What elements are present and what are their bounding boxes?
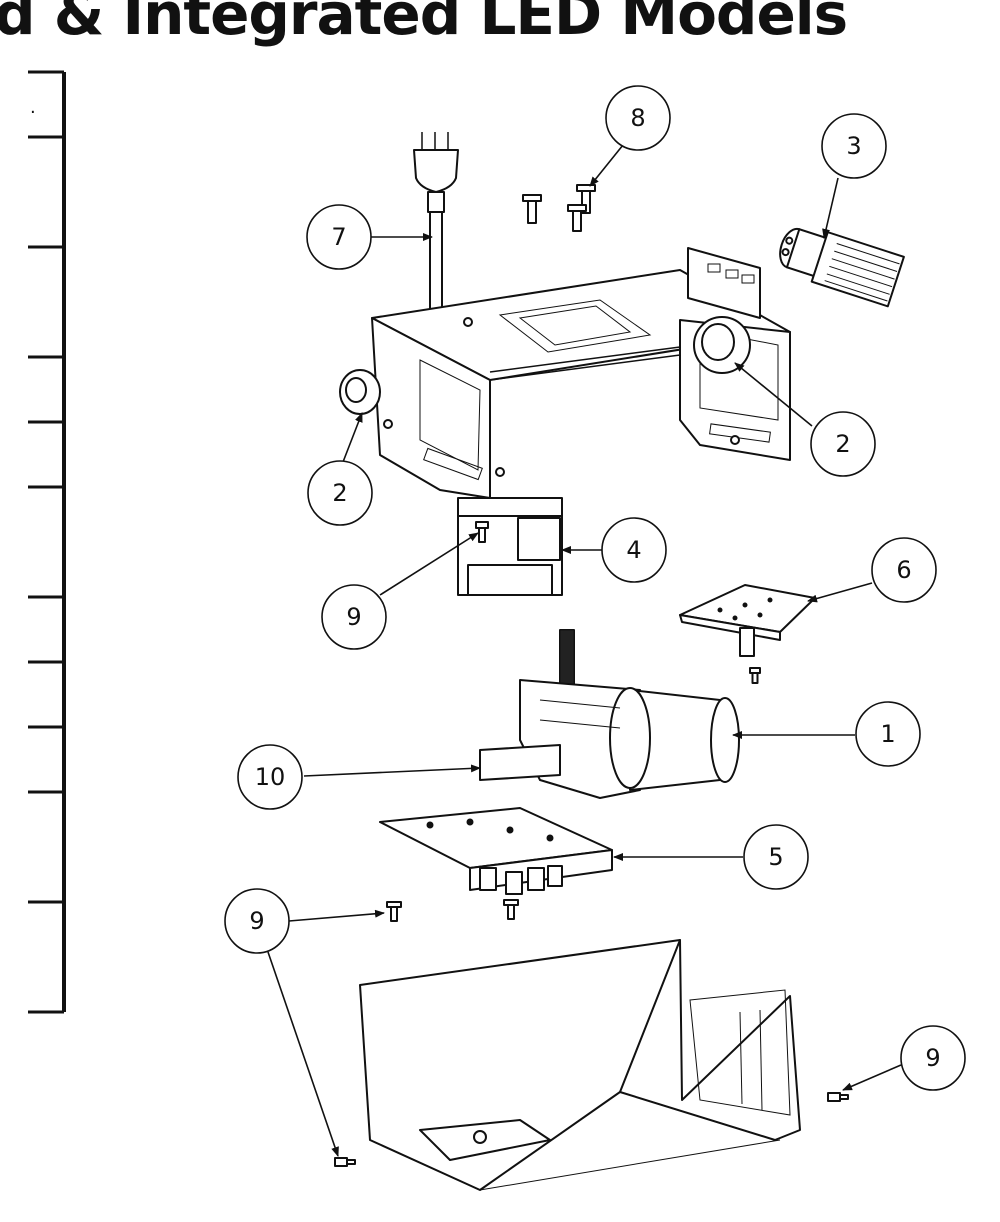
chassis-frame-part — [371, 247, 791, 499]
svg-text:8: 8 — [630, 104, 645, 132]
svg-text:7: 7 — [331, 223, 346, 251]
wifi-board-part — [679, 584, 816, 684]
callout-2-left: 2 — [307, 460, 373, 526]
light-socket-left-part — [339, 369, 381, 415]
callout-7: 7 — [306, 204, 372, 270]
cover-part — [359, 939, 801, 1191]
callout-5: 5 — [743, 824, 809, 890]
svg-text:2: 2 — [332, 479, 347, 507]
svg-text:6: 6 — [896, 556, 911, 584]
svg-text:2: 2 — [835, 430, 850, 458]
svg-text:3: 3 — [846, 132, 861, 160]
callout-8: 8 — [605, 85, 671, 151]
transformer-part — [457, 497, 563, 596]
callout-9-left: 9 — [224, 888, 290, 954]
callout-1: 1 — [855, 701, 921, 767]
screw-cover-right — [827, 1092, 849, 1102]
power-cord-part — [413, 132, 459, 313]
callout-6: 6 — [871, 537, 937, 603]
side-table-fragment: · — [28, 70, 66, 1014]
screws-part-8 — [522, 184, 596, 232]
side-fragment-mark: · — [30, 102, 36, 123]
callout-9-transformer: 9 — [321, 584, 387, 650]
svg-text:1: 1 — [880, 720, 895, 748]
callout-4: 4 — [601, 517, 667, 583]
logic-board-part — [379, 807, 613, 895]
led-bulb-part — [779, 227, 905, 308]
screw-pair-9 — [386, 899, 519, 922]
callout-3: 3 — [821, 113, 887, 179]
svg-text:4: 4 — [626, 536, 641, 564]
motor-gearbox-part — [479, 629, 740, 799]
page-title: d & Integrated LED Models — [0, 0, 848, 48]
svg-text:5: 5 — [768, 843, 783, 871]
svg-text:9: 9 — [925, 1044, 940, 1072]
callout-2-right: 2 — [810, 411, 876, 477]
screw-cover-left — [334, 1157, 356, 1167]
callout-9-right: 9 — [900, 1025, 966, 1091]
svg-text:10: 10 — [255, 763, 286, 791]
callout-10: 10 — [237, 744, 303, 810]
svg-text:9: 9 — [346, 603, 361, 631]
svg-text:9: 9 — [249, 907, 264, 935]
